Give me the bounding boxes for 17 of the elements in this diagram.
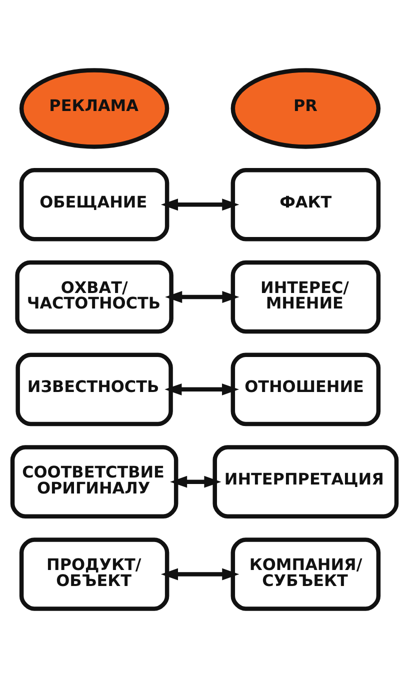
node-box: ИНТЕРПРЕТАЦИЯ xyxy=(212,445,399,518)
node-box: ИЗВЕСТНОСТЬ xyxy=(16,352,173,426)
arrow xyxy=(160,568,240,580)
node-ellipse: PR xyxy=(230,68,381,149)
node-box: ПРОДУКТ/ ОБЪЕКТ xyxy=(19,538,170,611)
node-box: ФАКТ xyxy=(230,168,381,242)
node-box: ОТНОШЕНИЕ xyxy=(230,352,381,426)
node-ellipse: РЕКЛАМА xyxy=(19,68,170,149)
node-box: ОБЕЩАНИЕ xyxy=(19,168,170,242)
arrow xyxy=(165,291,240,303)
node-box: КОМПАНИЯ/ СУБЪЕКТ xyxy=(230,538,381,611)
arrow xyxy=(170,476,222,488)
node-box: СООТВЕТСТВИЕ ОРИГИНАЛУ xyxy=(10,445,178,518)
arrow xyxy=(160,198,240,211)
node-box: ИНТЕРЕС/ МНЕНИЕ xyxy=(230,260,381,334)
arrow xyxy=(164,383,240,396)
node-box: ОХВАТ/ ЧАСТОТНОСТЬ xyxy=(15,260,174,334)
